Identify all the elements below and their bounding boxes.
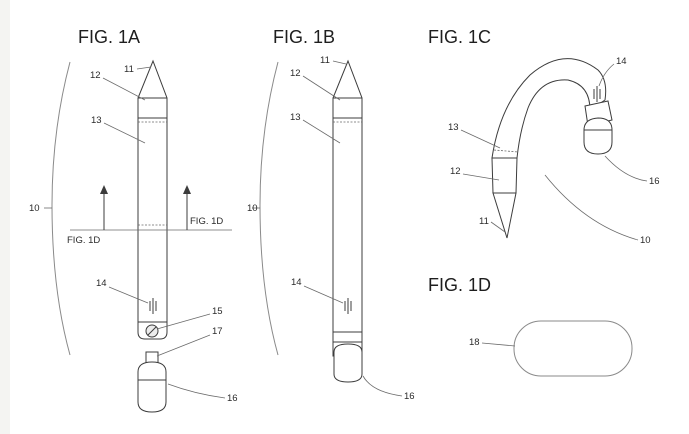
fig-1c-tip-section (491, 157, 518, 194)
fig-1b-cap (333, 343, 363, 383)
fig-1a-ref-17: 17 (212, 326, 223, 337)
fig-1a-ref-11: 11 (124, 64, 134, 75)
fig-1c-ref-11: 11 (479, 216, 489, 227)
fig-1a-ref-14: 14 (96, 278, 107, 289)
figure-1b: FIG. 1B 10 11 12 13 14 16 (247, 27, 415, 402)
fig-1a-leader-16 (167, 383, 226, 399)
fig-1b-ref-16: 16 (404, 391, 415, 402)
fig-1d-title: FIG. 1D (428, 275, 491, 295)
fig-1a-bracket (51, 61, 71, 356)
fig-1b-tip (332, 59, 363, 119)
fig-1c-leader-11 (490, 221, 506, 233)
fig-1b-leader-13 (302, 119, 341, 144)
fig-1c-leader-14 (598, 63, 615, 87)
fig-1b-ref-12: 12 (290, 68, 301, 79)
fig-1a-cap (137, 361, 167, 413)
fig-1a-tip (137, 59, 168, 119)
fig-1b-leader-14 (303, 285, 344, 304)
fig-1b-ref-11: 11 (320, 55, 330, 66)
fig-1a-ref-13: 13 (91, 115, 102, 126)
fig-1c-title: FIG. 1C (428, 27, 491, 47)
fig-1a-title: FIG. 1A (78, 27, 140, 47)
fig-1a-leader-14 (108, 286, 149, 304)
fig-1b-leader-16 (362, 375, 403, 397)
fig-1b-title: FIG. 1B (273, 27, 335, 47)
fig-1a-ref-16: 16 (227, 393, 238, 404)
fig-1c-leader-10 (544, 174, 639, 241)
fig-1b-ref-13: 13 (290, 112, 301, 123)
fig-1a-barrel (137, 117, 168, 340)
fig-1a-section-arrowhead-right (183, 185, 191, 194)
fig-1b-bracket (259, 61, 279, 356)
fig-1b-ref-14: 14 (291, 277, 302, 288)
fig-1c-leader-13 (460, 129, 501, 149)
fig-1a-ref-10: 10 (29, 203, 40, 214)
figure-1c: FIG. 1C 14 13 12 11 16 10 (428, 27, 660, 246)
fig-1d-leader-18 (481, 342, 516, 347)
fig-1c-ref-12: 12 (450, 166, 461, 177)
fig-1a-leader-13 (103, 122, 146, 144)
fig-1d-cross-section (513, 320, 633, 377)
fig-1a-section-label-left: FIG. 1D (67, 235, 100, 246)
fig-1c-microphone-mark (593, 86, 601, 102)
fig-1c-band (493, 149, 519, 153)
fig-1d-ref-18: 18 (469, 337, 480, 348)
fig-1a-ref-15: 15 (212, 306, 223, 317)
fig-1c-tip (492, 192, 517, 239)
fig-1c-ref-16: 16 (649, 176, 660, 187)
fig-1b-leader-11 (332, 60, 347, 65)
fig-1c-leader-16 (604, 155, 648, 182)
fig-1a-ref-12: 12 (90, 70, 101, 81)
fig-1c-leader-12 (462, 173, 500, 181)
fig-1a-section-label-right: FIG. 1D (190, 216, 223, 227)
fig-1b-microphone-mark (344, 298, 352, 314)
fig-1a-connector-slot (147, 326, 157, 336)
fig-1c-ref-14: 14 (616, 56, 627, 67)
fig-1b-leader-12 (302, 75, 341, 101)
figure-1a: FIG. 1A 10 FIG. 1D FIG. (29, 27, 238, 413)
fig-1a-leader-15 (156, 313, 211, 330)
fig-1a-leader-12 (102, 77, 146, 101)
fig-1c-ref-13: 13 (448, 122, 459, 133)
fig-1a-section-arrowhead-left (100, 185, 108, 194)
fig-1a-leader-11 (136, 66, 152, 70)
fig-1c-cap (583, 117, 613, 155)
fig-1c-curved-barrel (491, 58, 607, 159)
fig-1b-ref-10: 10 (247, 203, 258, 214)
fig-1a-leader-17 (156, 334, 211, 357)
figure-1d: FIG. 1D 18 (428, 275, 633, 377)
fig-1c-ref-10: 10 (640, 235, 651, 246)
fig-1a-microphone-mark (149, 298, 157, 314)
